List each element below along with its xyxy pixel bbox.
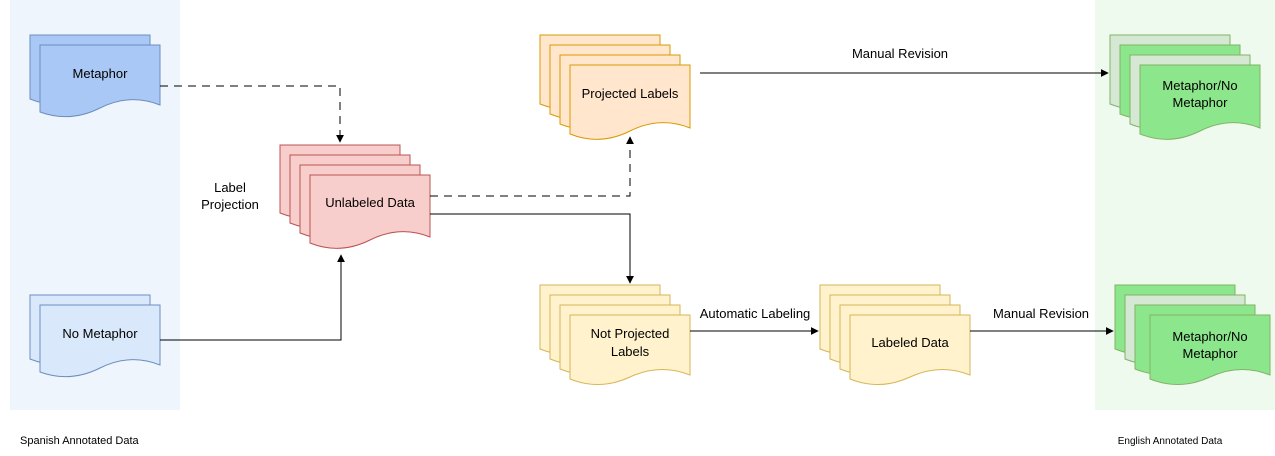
unlabeled-label: Unlabeled Data [325, 195, 415, 210]
metaphor-label: Metaphor [73, 66, 129, 81]
labeled-doc-stack [819, 284, 971, 385]
output-top-label-line1: Metaphor/No [1162, 78, 1237, 93]
no-metaphor-label: No Metaphor [62, 326, 138, 341]
spanish-region-caption: Spanish Annotated Data [20, 435, 140, 447]
no-metaphor-doc-stack [29, 294, 161, 378]
edge-metaphor-to-unlabeled [160, 85, 344, 143]
unlabeled-doc-stack [279, 144, 431, 249]
not-projected-label-line2: Labels [611, 344, 650, 359]
labeled-label: Labeled Data [871, 335, 949, 350]
output-bottom-doc-stack [1114, 284, 1271, 385]
manual-revision-top-label: Manual Revision [852, 46, 948, 61]
projected-doc-stack [539, 34, 691, 140]
automatic-labeling-label: Automatic Labeling [700, 306, 811, 321]
output-top-label-line2: Metaphor [1173, 95, 1229, 110]
english-region-caption: English Annotated Data [1118, 436, 1223, 447]
label-projection-line1: Label [214, 180, 246, 195]
output-bottom-label-line1: Metaphor/No [1172, 329, 1247, 344]
edge-unlabeled-to-projected [430, 136, 634, 197]
not-projected-label-line1: Not Projected [591, 326, 670, 341]
edge-no-metaphor-to-unlabeled [160, 254, 345, 341]
output-bottom-label-line2: Metaphor [1183, 346, 1239, 361]
label-projection-line2: Projection [201, 197, 259, 212]
edge-unlabeled-to-not-projected [430, 213, 634, 284]
output-top-doc-stack [1109, 34, 1261, 140]
projected-label: Projected Labels [582, 86, 679, 101]
metaphor-doc-stack [29, 34, 161, 118]
not-projected-doc-stack [539, 284, 691, 385]
manual-revision-bottom-label: Manual Revision [993, 306, 1089, 321]
